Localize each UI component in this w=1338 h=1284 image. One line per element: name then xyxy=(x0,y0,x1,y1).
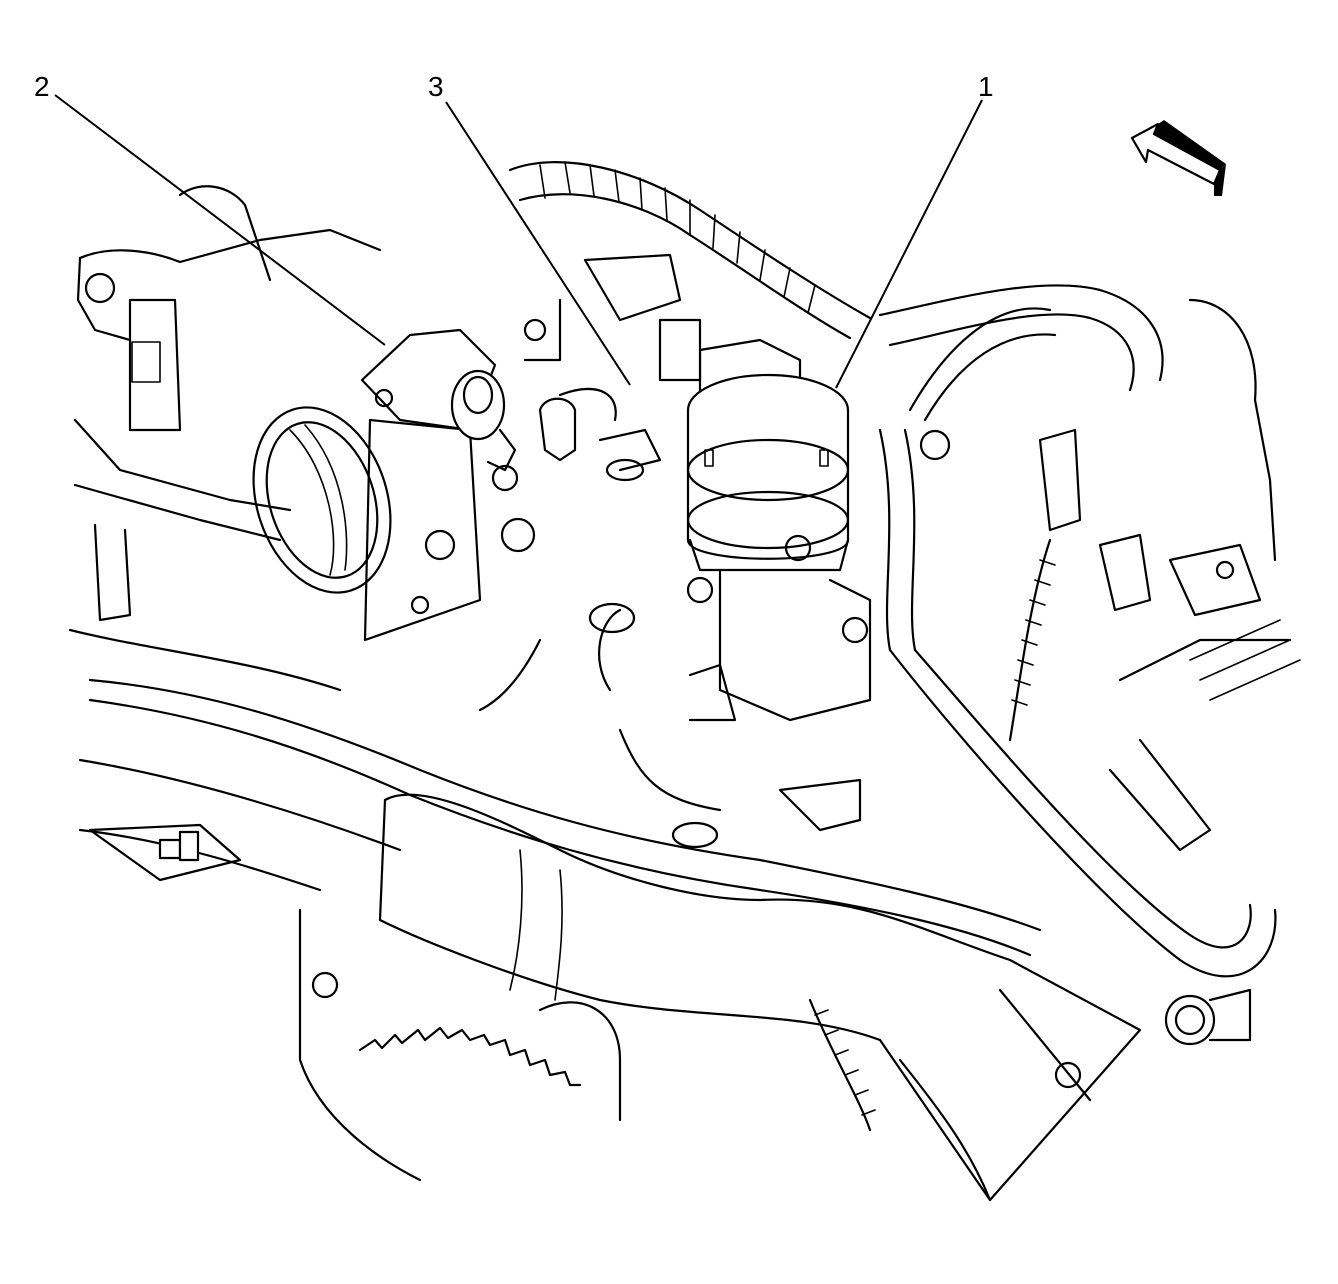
lower-housing xyxy=(378,793,1142,1202)
intake-manifold xyxy=(68,185,382,692)
callout-label-1: 1 xyxy=(978,71,994,102)
callout-3: 3 xyxy=(428,71,631,386)
lower-harness xyxy=(808,538,1056,1132)
callout-label-3: 3 xyxy=(428,71,444,102)
egr-valve xyxy=(658,318,850,604)
egr-base-and-pipes xyxy=(478,568,872,849)
front-arrow-icon xyxy=(1130,120,1226,196)
callout-2: 2 xyxy=(34,71,386,346)
fuel-rail xyxy=(78,678,1042,957)
throttle-body xyxy=(252,406,536,642)
callout-label-2: 2 xyxy=(34,71,50,102)
idle-air-control-area xyxy=(523,253,682,482)
flywheel xyxy=(298,908,622,1182)
leader-line-2 xyxy=(54,94,386,346)
callout-1: 1 xyxy=(835,71,994,389)
leader-line-3 xyxy=(445,101,631,386)
leader-line-1 xyxy=(835,99,983,389)
throttle-position-sensor xyxy=(360,328,519,492)
left-bolt xyxy=(88,823,242,882)
wiring-harness xyxy=(508,161,1164,392)
right-hoses xyxy=(878,298,1301,1046)
